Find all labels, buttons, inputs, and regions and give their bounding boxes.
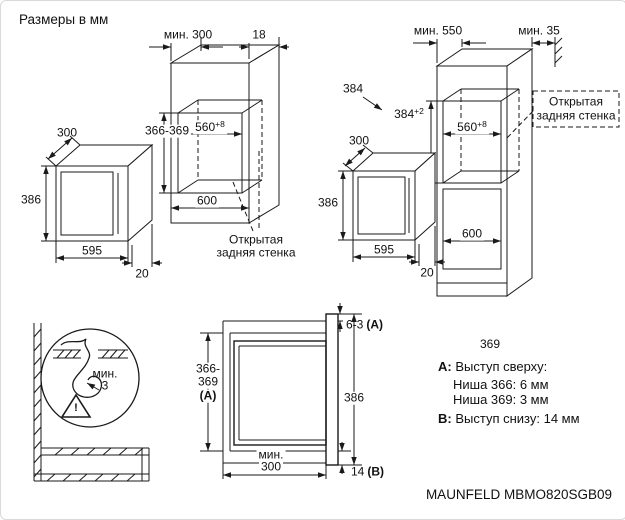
warning-triangle <box>60 393 92 418</box>
oven-body <box>233 340 327 446</box>
open-back-note-line2: задняя стенка <box>536 108 616 123</box>
dim-height: 386 <box>20 192 42 207</box>
note-box <box>532 90 620 128</box>
dim-front-height: 386 <box>341 390 367 405</box>
dim-min-depth-label: мин. <box>256 447 286 462</box>
model-number: MAUNFELD MBMO820SGB09 <box>425 487 612 502</box>
door-glass <box>60 171 114 236</box>
iso-microwave-left <box>41 135 162 267</box>
warning-exclamation: ! <box>74 402 78 415</box>
column-cabinet <box>362 37 620 297</box>
dim-width: 595 <box>81 243 103 258</box>
dim-frame: 20 <box>135 266 149 281</box>
section-view <box>200 303 362 479</box>
dim-width: 595 <box>373 242 395 257</box>
tolerance: +8 <box>477 119 487 130</box>
lower-compartment <box>442 188 502 270</box>
dim-min-depth-column: мин. 550 <box>413 23 463 38</box>
dim-front-gap: 18 <box>252 27 266 42</box>
dim-min-depth-value: 300 <box>258 459 284 474</box>
page-title: Размеры в мм <box>19 12 109 27</box>
power-cable <box>60 338 103 398</box>
cable-mount-detail <box>33 323 150 482</box>
open-back-note-line2: задняя стенка <box>216 245 296 260</box>
niche-opening <box>442 100 502 184</box>
open-back-note-line1: Открытая <box>549 94 603 109</box>
dim-niche-height-2: 369 <box>195 374 221 389</box>
dim-niche-height-ref: (A) <box>197 388 219 403</box>
iso-microwave-right <box>338 144 445 266</box>
cable-min-value: 3 <box>101 378 109 393</box>
dim-depth-column: 600 <box>459 226 485 241</box>
note-a-line1: Ниша 366: 6 мм <box>453 377 549 392</box>
open-back-note-line1: Открытая <box>229 232 283 247</box>
dim-opening-height-column: 384+2 <box>392 106 426 122</box>
variant-label-384: 384 <box>342 81 364 96</box>
niche-opening <box>177 112 243 194</box>
front-frame <box>325 313 339 466</box>
dim-bottom-protrusion: 14(B) <box>349 464 387 479</box>
tolerance: +2 <box>414 106 424 117</box>
dim-outer-width: 600 <box>194 193 220 208</box>
note-a-title: A: Выступ сверху: <box>438 359 548 374</box>
dim-rear-gap: мин. 35 <box>518 23 560 38</box>
dim-height: 386 <box>317 195 339 210</box>
door-glass <box>357 176 406 235</box>
dim-depth: 300 <box>348 133 370 148</box>
note-a-line2: Ниша 369: 3 мм <box>453 392 549 407</box>
dim-frame: 20 <box>420 265 434 280</box>
tolerance: +8 <box>215 119 225 130</box>
dim-inner-width: 560+8 <box>193 119 227 135</box>
dim-opening-height: 366-369 <box>142 123 192 138</box>
variant-label-369: 369 <box>480 337 501 351</box>
dim-top-protrusion: 6-3(A) <box>346 317 384 332</box>
note-b-title: B: Выступ снизу: 14 мм <box>438 411 580 426</box>
dim-niche-height-1: 366- <box>193 361 223 376</box>
dim-min-depth: мин. 300 <box>163 27 213 42</box>
cable-min-label: мин. <box>92 366 118 381</box>
dim-depth: 300 <box>56 125 78 140</box>
dim-inner-width-column: 560+8 <box>455 119 489 135</box>
